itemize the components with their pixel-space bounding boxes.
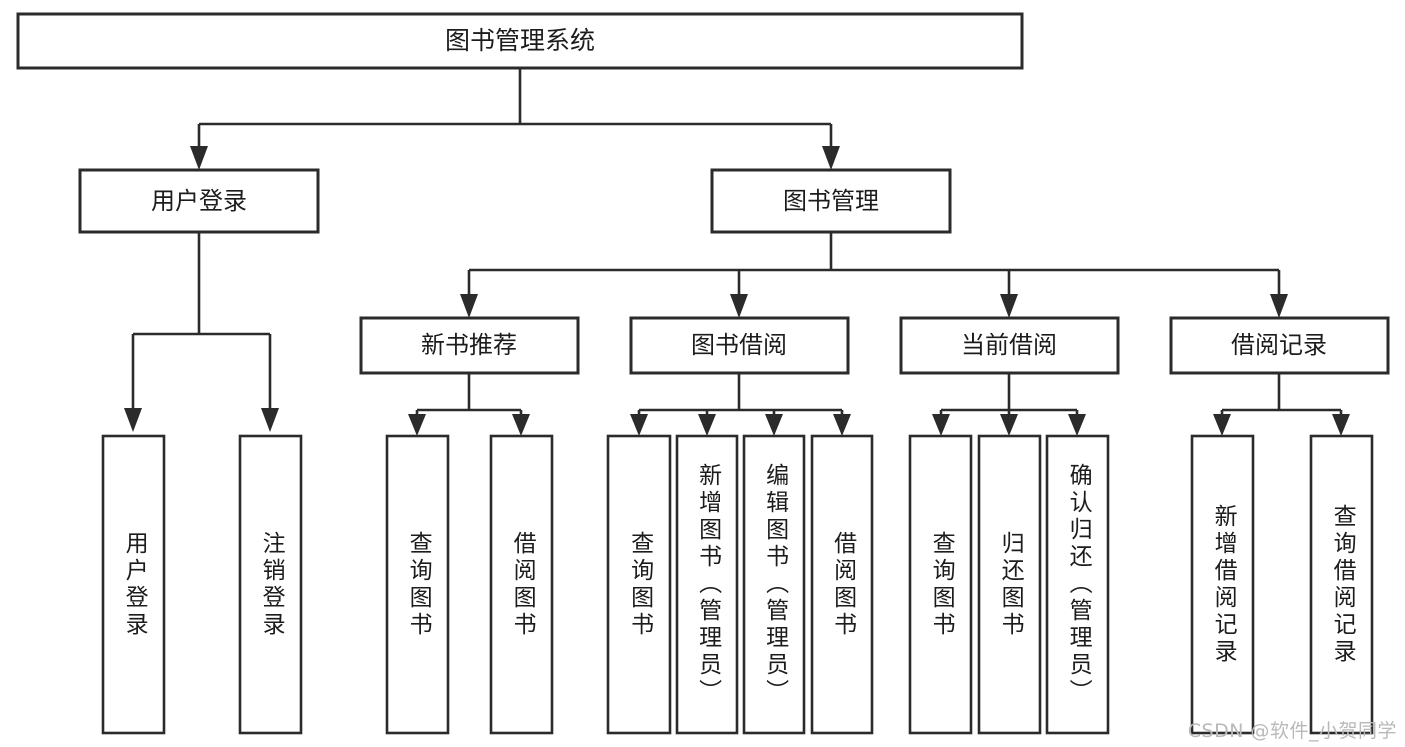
arrowhead-bb-3 bbox=[765, 414, 783, 436]
arrowhead-br-2 bbox=[1332, 414, 1350, 436]
connector-user-login-to-leaves bbox=[124, 232, 279, 432]
arrowhead-bb-2 bbox=[698, 414, 716, 436]
connector-root-to-level2 bbox=[190, 68, 840, 170]
leaf-box-borrow-record-2[interactable] bbox=[1309, 434, 1374, 735]
node-new-book-recommend-label: 新书推荐 bbox=[421, 331, 517, 359]
arrowhead-user-login bbox=[190, 146, 208, 170]
arrowhead-cb-2 bbox=[1000, 414, 1018, 436]
leaf-box-current-borrow-1[interactable] bbox=[908, 434, 973, 735]
arrowhead-nb-2 bbox=[512, 414, 530, 436]
leaf-box-borrow-record-1[interactable] bbox=[1190, 434, 1255, 735]
arrowhead-bb-4 bbox=[833, 414, 851, 436]
leaf-box-book-borrow-3[interactable] bbox=[742, 434, 806, 735]
arrowhead-book-manage bbox=[822, 146, 840, 170]
arrowhead-ul-2 bbox=[261, 408, 279, 432]
leaf-box-current-borrow-2[interactable] bbox=[977, 434, 1042, 735]
node-root-system[interactable]: 图书管理系统 bbox=[16, 12, 1024, 70]
csdn-watermark: CSDN @软件_小贺同学 bbox=[1187, 720, 1397, 742]
connector-new-book-to-leaves bbox=[408, 373, 530, 436]
arrowhead-book-borrow bbox=[730, 294, 748, 318]
node-book-manage[interactable]: 图书管理 bbox=[710, 168, 952, 234]
node-current-borrow-box bbox=[899, 316, 1120, 375]
node-book-borrow-box bbox=[629, 316, 850, 375]
node-user-login-label: 用户登录 bbox=[151, 187, 247, 215]
arrowhead-cb-3 bbox=[1068, 414, 1086, 436]
node-borrow-record-label: 借阅记录 bbox=[1231, 331, 1327, 359]
node-book-borrow[interactable]: 图书借阅 bbox=[629, 316, 850, 375]
node-user-login[interactable]: 用户登录 bbox=[78, 168, 320, 234]
leaf-box-user-login-1[interactable] bbox=[101, 434, 166, 735]
connector-borrow-record-to-leaves bbox=[1213, 373, 1350, 436]
leaf-box-book-borrow-4[interactable] bbox=[810, 434, 874, 735]
node-current-borrow[interactable]: 当前借阅 bbox=[899, 316, 1120, 375]
node-new-book-recommend[interactable]: 新书推荐 bbox=[359, 316, 580, 375]
arrowhead-nb-1 bbox=[408, 414, 426, 436]
node-new-book-recommend-box bbox=[359, 316, 580, 375]
leaf-box-current-borrow-3[interactable] bbox=[1045, 434, 1110, 735]
connector-book-borrow-to-leaves bbox=[630, 373, 851, 436]
arrowhead-br-1 bbox=[1213, 414, 1231, 436]
arrowhead-bb-1 bbox=[630, 414, 648, 436]
connector-current-borrow-to-leaves bbox=[932, 373, 1086, 436]
node-book-manage-box bbox=[710, 168, 952, 234]
leaf-box-user-login-2[interactable] bbox=[238, 434, 303, 735]
arrowhead-ul-1 bbox=[124, 408, 142, 432]
node-borrow-record-box bbox=[1169, 316, 1390, 375]
node-borrow-record[interactable]: 借阅记录 bbox=[1169, 316, 1390, 375]
arrowhead-current-borrow bbox=[1000, 294, 1018, 318]
node-root-system-label: 图书管理系统 bbox=[445, 26, 595, 55]
node-book-borrow-label: 图书借阅 bbox=[691, 331, 787, 359]
leaf-box-new-book-1[interactable] bbox=[385, 434, 450, 735]
arrowhead-new-book bbox=[460, 294, 478, 318]
connector-book-manage-to-level3 bbox=[460, 232, 1288, 318]
leaf-box-book-borrow-1[interactable] bbox=[606, 434, 672, 735]
node-book-manage-label: 图书管理 bbox=[783, 187, 879, 215]
node-root-system-box bbox=[16, 12, 1024, 70]
node-user-login-box bbox=[78, 168, 320, 234]
arrowhead-borrow-record bbox=[1270, 294, 1288, 318]
leaf-box-new-book-2[interactable] bbox=[489, 434, 554, 735]
node-current-borrow-label: 当前借阅 bbox=[961, 331, 1057, 359]
arrowhead-cb-1 bbox=[932, 414, 950, 436]
leaf-box-book-borrow-2[interactable] bbox=[675, 434, 739, 735]
